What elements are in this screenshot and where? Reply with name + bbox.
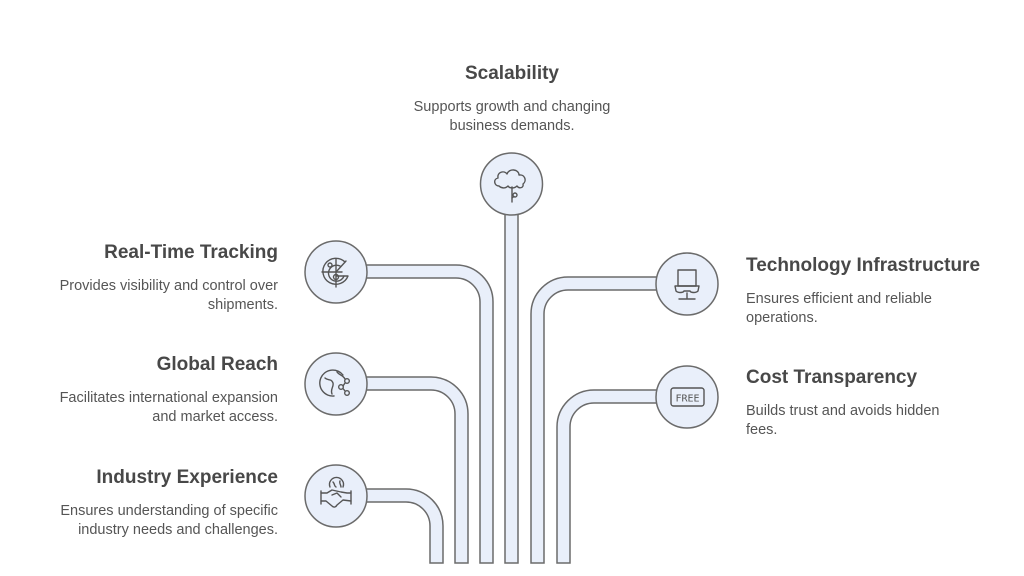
description-line: Supports growth and changing [413,99,611,115]
pipe-real-time-tracking [364,264,494,564]
description-line: Ensures efficient and reliable [746,291,932,307]
description-line: business demands. [449,118,575,134]
pipe-global-reach [364,376,469,564]
description-line: industry needs and challenges. [78,522,278,538]
pipe-cost-transparency [556,389,659,564]
scalability-title: Scalability [465,63,559,84]
pipe-technology-infrastructure [530,276,659,564]
technology-infrastructure-description: Ensures efficient and reliable operation… [746,290,1006,328]
scalability-description: Supports growth and changing business de… [382,98,642,136]
pipe-industry-experience [364,488,444,564]
technology-infrastructure-title: Technology Infrastructure [746,255,981,276]
cost-transparency-description: Builds trust and avoids hidden fees. [746,402,1006,440]
description-line: shipments. [207,297,278,313]
node-cost-transparency [655,365,719,429]
industry-experience-title: Industry Experience [96,467,278,488]
cost-transparency-title: Cost Transparency [746,367,918,388]
description-line: Builds trust and avoids hidden [746,403,940,419]
pipe-scalability [504,211,519,564]
radar-icon [321,257,349,288]
free-tag-text: FREE [675,394,699,405]
industry-experience-description: Ensures understanding of specific indust… [0,502,278,540]
real-time-tracking-description: Provides visibility and control over shi… [0,277,278,315]
description-line: fees. [746,422,778,438]
handshake-globe-icon [320,476,352,508]
node-global-reach [304,352,368,416]
monitor-icon [674,269,700,300]
node-technology-infrastructure [655,252,719,316]
globe-network-icon [319,369,351,397]
real-time-tracking-title: Real-Time Tracking [104,242,278,263]
description-line: and market access. [152,409,278,425]
node-industry-experience [304,464,368,528]
description-line: Provides visibility and control over [59,278,278,294]
description-line: Ensures understanding of specific [60,503,278,519]
description-line: operations. [746,310,818,326]
global-reach-title: Global Reach [156,354,278,375]
free-tag-icon [670,387,705,407]
node-scalability [479,152,544,216]
description-line: Facilitates international expansion [59,390,278,406]
cloud-tree-icon [494,169,526,203]
global-reach-description: Facilitates international expansion and … [0,389,278,427]
